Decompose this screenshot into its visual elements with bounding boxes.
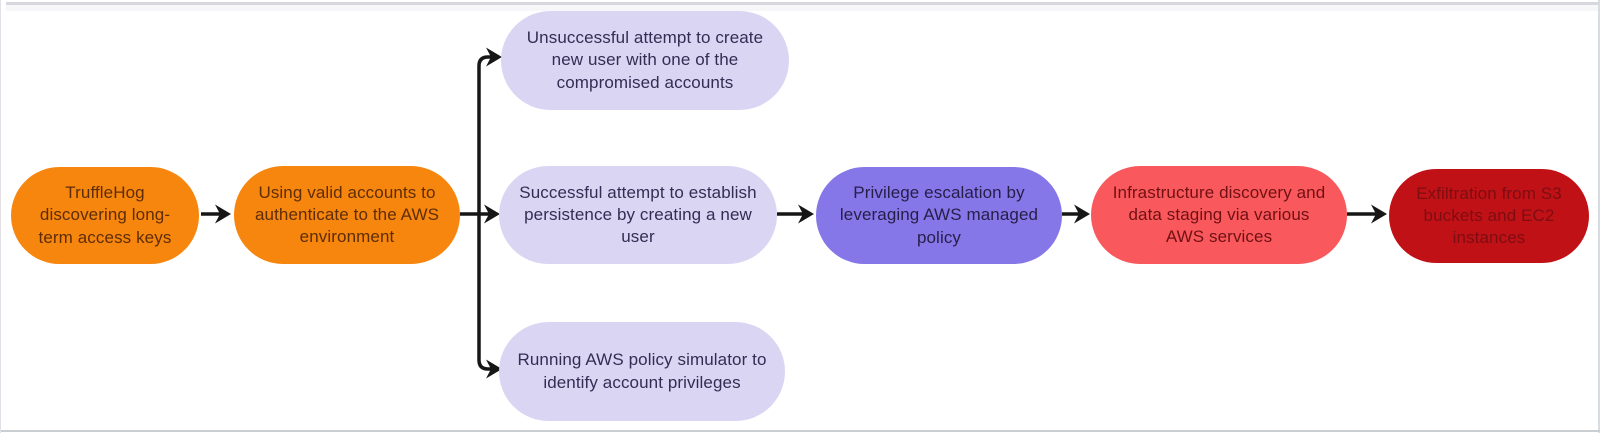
arrowheads	[215, 47, 1387, 379]
screenshot-bottom-border	[1, 430, 1600, 432]
node-label: Using valid accounts to authenticate to …	[254, 182, 440, 247]
node-label: Privilege escalation by leveraging AWS m…	[839, 183, 1039, 247]
node-policy-simulator: Running AWS policy simulator to identify…	[499, 322, 785, 421]
node-label: TruffleHog discovering long-term access …	[38, 183, 172, 247]
cropped-top-strip	[6, 2, 1599, 11]
node-exfiltration: Exfiltration from S3 buckets and EC2 ins…	[1389, 169, 1589, 263]
node-unsuccessful-user: Unsuccessful attempt to create new user …	[501, 11, 789, 110]
screenshot-right-border	[1598, 0, 1600, 433]
node-privilege-escalation: Privilege escalation by leveraging AWS m…	[816, 167, 1062, 264]
node-label: Running AWS policy simulator to identify…	[517, 350, 767, 392]
node-valid-accounts: Using valid accounts to authenticate to …	[234, 166, 460, 264]
node-persistence-user: Successful attempt to establish persiste…	[499, 166, 777, 264]
node-label: Infrastructure discovery and data stagin…	[1112, 182, 1326, 247]
node-label: Successful attempt to establish persiste…	[519, 182, 757, 247]
node-label: Unsuccessful attempt to create new user …	[526, 28, 764, 92]
node-trufflehog: TruffleHog discovering long-term access …	[11, 167, 199, 264]
edge-valid-to-unsuccessful	[477, 55, 493, 214]
node-label: Exfiltration from S3 buckets and EC2 ins…	[1416, 183, 1562, 248]
node-infra-discovery: Infrastructure discovery and data stagin…	[1091, 166, 1347, 264]
edge-valid-to-simulator	[477, 214, 493, 371]
